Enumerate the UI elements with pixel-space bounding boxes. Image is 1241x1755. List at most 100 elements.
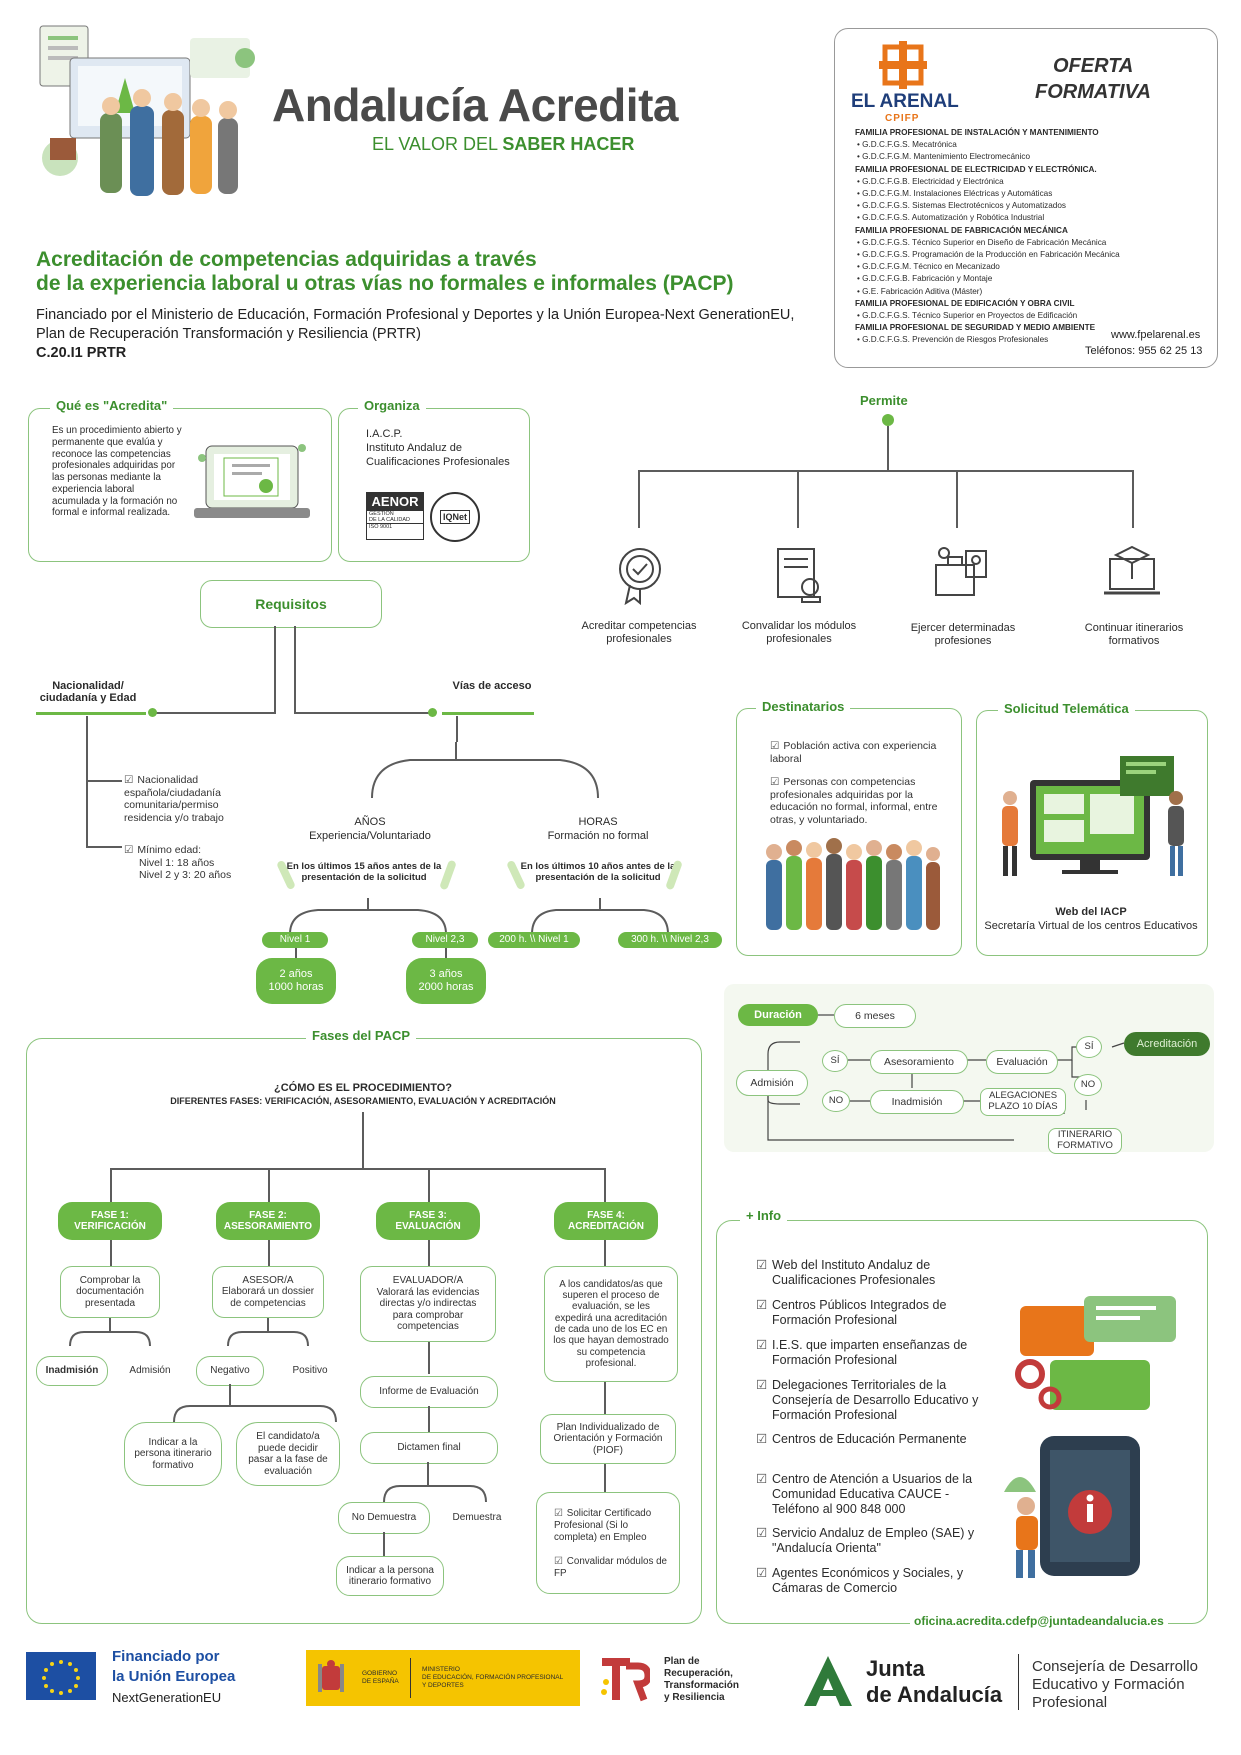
req-right-stem xyxy=(294,626,296,712)
requisitos-box: Requisitos xyxy=(200,580,382,628)
result-nivel23-l2: 2000 horas xyxy=(418,981,474,993)
oferta-family-heading: FAMILIA PROFESIONAL DE INSTALACIÓN Y MAN… xyxy=(855,128,1099,137)
iqnet-text: IQNet xyxy=(439,510,470,524)
fase-4-plan: Plan Individualizado de Orientación y Fo… xyxy=(540,1414,676,1464)
nac-check-2-title: Mínimo edad: xyxy=(137,844,202,856)
horas-fork xyxy=(530,898,670,938)
oferta-web[interactable]: www.fpelarenal.es xyxy=(1111,329,1201,341)
horas-sub: Formación no formal xyxy=(547,830,649,842)
anos-note: En los últimos 15 años antes de la prese… xyxy=(278,861,450,884)
gobierno-logo: GOBIERNO DE ESPAÑA MINISTERIO DE EDUCACI… xyxy=(306,1650,580,1706)
flow-asesoramiento: Asesoramiento xyxy=(870,1050,968,1074)
oferta-family-heading: FAMILIA PROFESIONAL DE FABRICACIÓN MECÁN… xyxy=(855,225,1068,235)
fase-4-check-2: ☑Convalidar módulos de FP xyxy=(554,1556,672,1580)
fases-title: Fases del PACP xyxy=(306,1028,417,1043)
flow-alegaciones-l2: PLAZO 10 DÍAS xyxy=(988,1101,1058,1112)
fase-3-box-title: EVALUADOR/A xyxy=(392,1275,464,1287)
fase-3-link-3 xyxy=(428,1406,430,1432)
result-nivel1-l1: 2 años xyxy=(279,968,313,981)
cons-l2: Educativo y Formación xyxy=(1032,1676,1185,1693)
min-l3: Y DEPORTES xyxy=(422,1682,464,1689)
info-list-item[interactable]: ☑Agentes Económicos y Sociales, y Cámara… xyxy=(756,1566,996,1596)
fase-4-link-3 xyxy=(604,1464,606,1494)
flow-duracion: Duración xyxy=(738,1004,818,1026)
permite-item-3: Ejercer determinadas profesiones xyxy=(910,622,1016,648)
junta-l2: de Andalucía xyxy=(866,1682,1003,1707)
anos-title: AÑOS xyxy=(354,816,386,828)
oferta-course-item: • G.E. Fabricación Aditiva (Máster) xyxy=(857,286,983,296)
info-list-item[interactable]: ☑ Delegaciones Territoriales de la Consej… xyxy=(756,1378,996,1423)
flow-no-1: NO xyxy=(822,1090,850,1112)
flow-alegaciones: ALEGACIONES PLAZO 10 DÍAS xyxy=(980,1088,1066,1116)
permite-title: Permite xyxy=(860,393,908,408)
fase-3-link-4 xyxy=(383,1532,385,1556)
solicitud-line-1[interactable]: Web del IACP xyxy=(1055,906,1127,918)
el-arenal-sub: CPIFP xyxy=(885,113,920,124)
nac-stem xyxy=(86,716,88,848)
organiza-title: Organiza xyxy=(358,398,426,413)
info-list-item[interactable]: ☑Centro de Atención a Usuarios de la Com… xyxy=(756,1472,996,1517)
fase-2-l2: ASESORAMIENTO xyxy=(223,1221,313,1232)
fase-2-positivo: Positivo xyxy=(276,1356,344,1386)
eu-flag-icon xyxy=(26,1652,96,1700)
eu-l3: NextGenerationEU xyxy=(112,1690,222,1705)
checkbox-icon: ☑ xyxy=(756,1378,768,1392)
flow-evaluacion: Evaluación xyxy=(986,1050,1058,1074)
fase-1-admision: Admisión xyxy=(114,1356,186,1386)
el-arenal-name: EL ARENAL xyxy=(851,91,959,112)
oferta-course-item: • G.D.C.F.G.S. Mecatrónica xyxy=(857,140,957,150)
result-nivel1: 2 años 1000 horas xyxy=(256,958,336,1004)
fases-drop-2 xyxy=(268,1168,270,1202)
organiza-line-1: I.A.C.P. xyxy=(366,428,403,440)
nac-branch-1 xyxy=(86,780,122,782)
prtr-l4: y Resiliencia xyxy=(664,1692,725,1703)
oferta-title-2: FORMATIVA xyxy=(1035,81,1151,103)
flow-inadmision: Inadmisión xyxy=(870,1090,964,1114)
checkbox-icon: ☑ xyxy=(756,1566,768,1580)
oferta-course-item: • G.D.C.F.G.S. Programación de la Produc… xyxy=(857,250,1120,260)
prtr-l1: Plan de xyxy=(664,1656,700,1667)
result-nivel23: 3 años 2000 horas xyxy=(406,958,486,1004)
anos-note-text: En los últimos 15 años antes de la prese… xyxy=(286,861,442,883)
permite-drop-4 xyxy=(1132,470,1134,528)
fase-3-indicar: Indicar a la persona itinerario formativ… xyxy=(336,1556,444,1596)
info-list-item[interactable]: ☑Centros Públicos Integrados de Formació… xyxy=(756,1298,996,1328)
fase-2-indicar: Indicar a la persona itinerario formativ… xyxy=(124,1422,222,1486)
oferta-course-item: • G.D.C.F.G.B. Fabricación y Montaje xyxy=(857,274,993,284)
nivel1-drop xyxy=(295,948,297,958)
vias-title: Vías de acceso xyxy=(452,680,532,692)
destinatarios-title: Destinatarios xyxy=(756,699,851,714)
fase-1-pill: FASE 1:VERIFICACIÓN xyxy=(58,1202,162,1240)
aenor-text: AENOR xyxy=(367,493,423,511)
info-list-item-text: Centros de Educación Permanente xyxy=(772,1432,967,1446)
nacionalidad-title: Nacionalidad/ ciudadanía y Edad xyxy=(39,680,137,704)
checkbox-icon: ☑ xyxy=(554,1556,563,1567)
info-list-item[interactable]: ☑Servicio Andaluz de Empleo (SAE) y "And… xyxy=(756,1526,996,1556)
fases-bar xyxy=(110,1168,604,1170)
vias-stem xyxy=(456,716,458,742)
checkbox-icon: ☑ xyxy=(756,1338,768,1352)
main-subtitle: EL VALOR DEL SABER HACER xyxy=(372,134,634,155)
flow-itinerario: ITINERARIO FORMATIVO xyxy=(1048,1128,1122,1154)
nac-check-2: ☑Mínimo edad: Nivel 1: 18 años Nivel 2 y… xyxy=(124,844,254,882)
header-illustration xyxy=(30,18,270,208)
que-es-text: Es un procedimiento abierto y permanente… xyxy=(52,425,182,519)
spain-shield-icon xyxy=(316,1660,346,1696)
info-list-item[interactable]: ☑Web del Instituto Andaluz de Cualificac… xyxy=(756,1258,996,1288)
info-email[interactable]: oficina.acredita.cdefp@juntadeandalucia.… xyxy=(910,1614,1168,1628)
chat-gears-illustration xyxy=(1010,1296,1190,1416)
info-list-item-text: Delegaciones Territoriales de la Conseje… xyxy=(772,1378,979,1422)
solicitud-line-2[interactable]: Secretaría Virtual de los centros Educat… xyxy=(984,920,1198,932)
organiza-line-3: Cualificaciones Profesionales xyxy=(366,456,510,468)
info-list-item[interactable]: ☑Centros de Educación Permanente xyxy=(756,1432,996,1447)
info-list-item[interactable]: ☑I.E.S. que imparten enseñanzas de Forma… xyxy=(756,1338,996,1368)
req-left-stem xyxy=(274,626,276,712)
permite-drop-3 xyxy=(956,470,958,528)
fase-3-link xyxy=(428,1240,430,1268)
flow-alegaciones-l1: ALEGACIONES xyxy=(988,1090,1058,1102)
main-title: Andalucía Acredita xyxy=(272,79,678,131)
fases-subtitle: DIFERENTES FASES: VERIFICACIÓN, ASESORAM… xyxy=(170,1096,556,1106)
fases-question: ¿CÓMO ES EL PROCEDIMIENTO? xyxy=(273,1082,453,1094)
flow-meses: 6 meses xyxy=(834,1004,916,1028)
flow-itinerario-l1: ITINERARIO xyxy=(1057,1129,1113,1141)
